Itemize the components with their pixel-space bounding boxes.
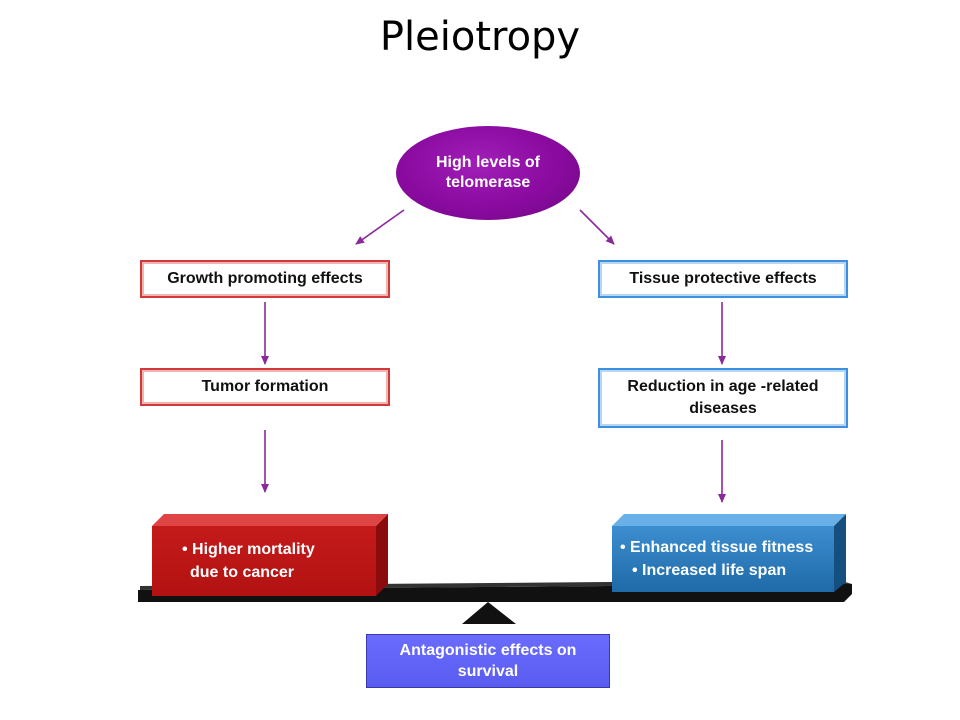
age-related-line-2: diseases [689, 400, 757, 417]
antagonistic-line-1: Antagonistic effects on [399, 642, 577, 659]
antagonistic-effects-box: Antagonistic effects on survival [366, 634, 610, 688]
tissue-protective-box: Tissue protective effects [598, 260, 848, 298]
age-related-line-1: Reduction in age -related [627, 378, 819, 395]
arrow-oval-to-right [579, 209, 615, 245]
red-block-side [376, 514, 388, 596]
tissue-fitness-block: • Enhanced tissue fitness • Increased li… [612, 526, 834, 592]
tissue-fitness-line-2: • Increased life span [632, 562, 787, 579]
tumor-formation-label: Tumor formation [201, 378, 329, 395]
telomerase-node: High levels of telomerase [396, 126, 580, 220]
tissue-protective-label: Tissue protective effects [629, 270, 817, 287]
tumor-formation-box: Tumor formation [140, 368, 390, 406]
age-related-box: Reduction in age -related diseases [598, 368, 848, 428]
blue-block-top [612, 514, 846, 526]
cancer-mortality-block: • Higher mortality due to cancer [152, 526, 376, 596]
red-block-top [152, 514, 388, 526]
cancer-mortality-line-1: • Higher mortality [182, 541, 315, 558]
telomerase-line-2: telomerase [445, 174, 531, 191]
tissue-fitness-line-1: • Enhanced tissue fitness [620, 539, 814, 556]
cancer-mortality-line-2: due to cancer [190, 564, 295, 581]
growth-promoting-label: Growth promoting effects [167, 270, 363, 287]
growth-promoting-box: Growth promoting effects [140, 260, 390, 298]
blue-block-side [834, 514, 846, 592]
fulcrum [462, 602, 516, 624]
page-title: Pleiotropy [379, 14, 581, 60]
telomerase-line-1: High levels of [435, 154, 541, 171]
arrow-oval-to-left [355, 209, 405, 245]
antagonistic-line-2: survival [457, 663, 519, 680]
